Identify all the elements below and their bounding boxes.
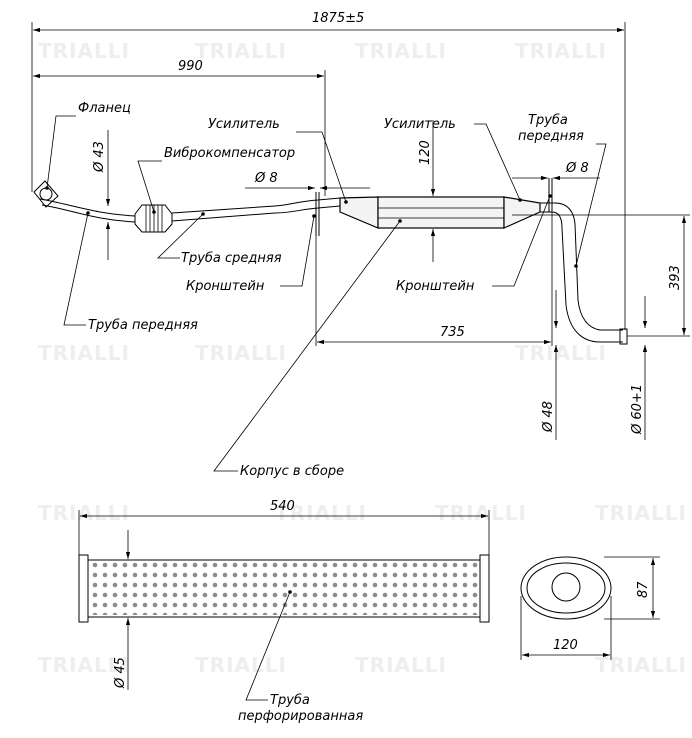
perforated-pipe-detail: 540 Ø 45 Труба перфорированная	[78, 499, 490, 724]
dim-oval-height-label: 87	[636, 581, 651, 598]
label-pipe-front-left: Труба передняя	[88, 318, 198, 333]
watermark: TRIALLI	[515, 39, 607, 63]
dim-perforated-d-label: Ø 45	[113, 657, 128, 689]
watermark: TRIALLI	[435, 501, 527, 525]
leader-reinforcer-right	[474, 123, 521, 201]
leader-reinforcer-left	[296, 131, 347, 203]
label-reinforcer-right: Усилитель	[384, 117, 456, 132]
watermark: TRIALLI	[195, 341, 287, 365]
outlet-ring	[619, 328, 628, 345]
leader-dot	[288, 590, 292, 594]
watermark-group: TRIALLI TRIALLI TRIALLI TRIALLI TRIALLI …	[38, 39, 687, 677]
watermark: TRIALLI	[595, 501, 687, 525]
rear-pipe-inner	[540, 211, 623, 343]
leader-bracket-left	[280, 215, 315, 287]
dim-perforated-length-label: 540	[270, 499, 295, 514]
watermark: TRIALLI	[595, 653, 687, 677]
label-pipe-middle: Труба средняя	[181, 251, 282, 266]
watermark: TRIALLI	[355, 39, 447, 63]
exhaust-assembly	[33, 178, 628, 345]
label-pipe-front-right-line2: передняя	[518, 129, 584, 144]
label-bracket-left: Кронштейн	[186, 279, 265, 294]
front-pipe-left-top	[39, 198, 136, 217]
oval-center-hole	[551, 572, 581, 602]
flange-shape	[33, 180, 59, 208]
callouts-top: Фланец Виброкомпенсатор Усилитель Усилит…	[45, 101, 607, 479]
leader-pipe-front-right	[575, 143, 607, 267]
oval-section-detail: 87 120	[520, 556, 660, 660]
dim-body-offset-label: 735	[440, 325, 465, 340]
muffler-body	[377, 196, 505, 229]
label-pipe-front-right-line1: Труба	[528, 113, 568, 128]
leader-dot	[45, 186, 49, 190]
watermark: TRIALLI	[38, 39, 130, 63]
middle-pipe-top	[171, 197, 341, 214]
label-reinforcer-left: Усилитель	[208, 117, 280, 132]
leader-pipe-front-left	[63, 212, 89, 326]
dimensions-top: 1875±5 990 735 393 120 Ø 43 Ø 8 Ø 8 Ø	[31, 11, 690, 440]
leader-dot	[152, 210, 156, 214]
leader-perforated	[245, 591, 291, 701]
leader-dot	[86, 211, 90, 215]
front-pipe-left-bottom	[41, 204, 136, 223]
perforated-tube	[87, 559, 481, 618]
dim-oval-width-label: 120	[553, 638, 578, 653]
leader-flange	[46, 115, 76, 189]
label-body-assembly: Корпус в сборе	[240, 464, 344, 479]
watermark: TRIALLI	[355, 653, 447, 677]
flange-hole	[39, 187, 53, 201]
leader-pipe-middle	[157, 213, 204, 259]
dim-height-label: 393	[668, 265, 683, 290]
leader-flex	[137, 160, 162, 213]
leader-bracket-right	[492, 195, 551, 287]
leader-dot	[344, 200, 348, 204]
leader-dot	[574, 264, 578, 268]
leader-dot	[518, 198, 522, 202]
reinforcer-right-shape	[503, 196, 541, 229]
label-bracket-right: Кронштейн	[396, 279, 475, 294]
watermark: TRIALLI	[195, 39, 287, 63]
label-perforated-line2: перфорированная	[238, 709, 363, 724]
perforated-end-cap-right	[479, 554, 490, 623]
dim-total-length-label: 1875±5	[312, 11, 364, 26]
rear-pipe-outer	[540, 202, 623, 331]
dim-body-height-label: 120	[418, 140, 433, 165]
oval-outer	[520, 556, 612, 620]
dim-d-outlet-label: Ø 60+1	[630, 384, 645, 435]
dim-d-inlet-label: Ø 48	[541, 401, 556, 433]
leader-dot	[548, 194, 552, 198]
leader-body-assembly	[213, 220, 401, 472]
dim-d8-left-label: Ø 8	[254, 171, 278, 186]
perforated-end-cap-left	[78, 554, 89, 623]
watermark: TRIALLI	[38, 501, 130, 525]
flex-joint	[134, 204, 173, 233]
label-flange: Фланец	[78, 101, 131, 116]
dim-d8-right-label: Ø 8	[565, 161, 589, 176]
leader-dot	[312, 214, 316, 218]
label-flex: Виброкомпенсатор	[164, 146, 295, 161]
watermark: TRIALLI	[515, 341, 607, 365]
dim-front-length-label: 990	[178, 59, 203, 74]
label-perforated-line1: Труба	[270, 693, 310, 708]
oval-inner	[526, 562, 606, 614]
watermark: TRIALLI	[38, 341, 130, 365]
leader-dot	[201, 212, 205, 216]
watermark: TRIALLI	[275, 501, 367, 525]
watermark: TRIALLI	[195, 653, 287, 677]
middle-pipe-bottom	[171, 205, 341, 222]
watermark: TRIALLI	[38, 653, 130, 677]
leader-dot	[398, 219, 402, 223]
dim-d-front-label: Ø 43	[92, 141, 107, 173]
